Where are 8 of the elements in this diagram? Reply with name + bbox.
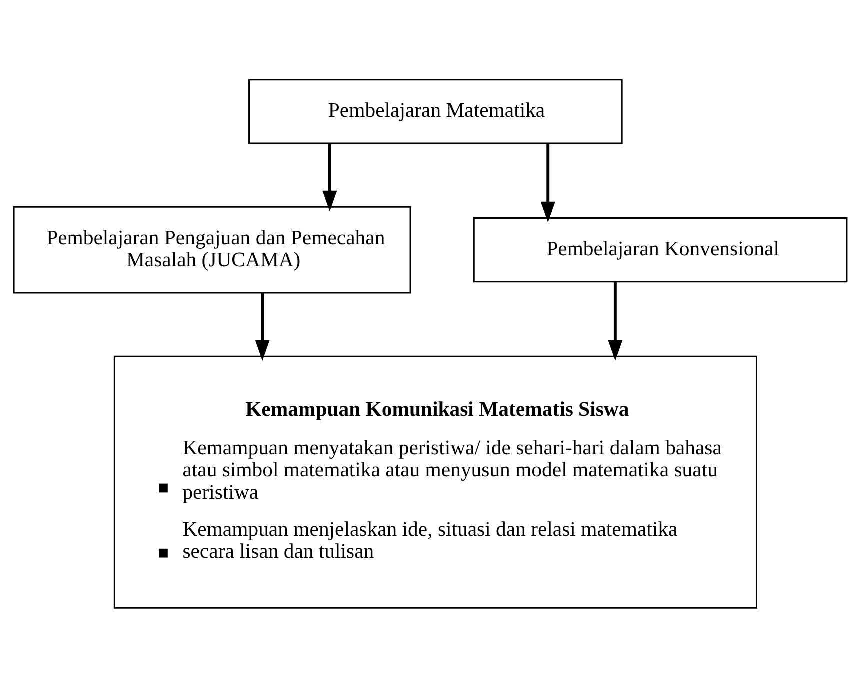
node-box: Pembelajaran Konvensional [473,217,848,282]
node-box: Pembelajaran Matematika [248,78,623,144]
node-box: Kemampuan Komunikasi Matematis Siswa Kemampuan menyatakan peristiwa/ ide sehari-hari dalam bahasa atau simbol matematika atau menyusun model matematika suatu peristiwa Kemampuan menjelaskan ide, situasi dan relasi matematika secara lisan dan tulisan [114,355,758,608]
node-box: Pembelajaran Pengajuan dan Pemecahan Masalah (JUCAMA) [13,206,412,294]
arrow [540,143,556,222]
arrow [322,143,338,212]
arrow [255,292,270,360]
arrow [608,281,623,361]
